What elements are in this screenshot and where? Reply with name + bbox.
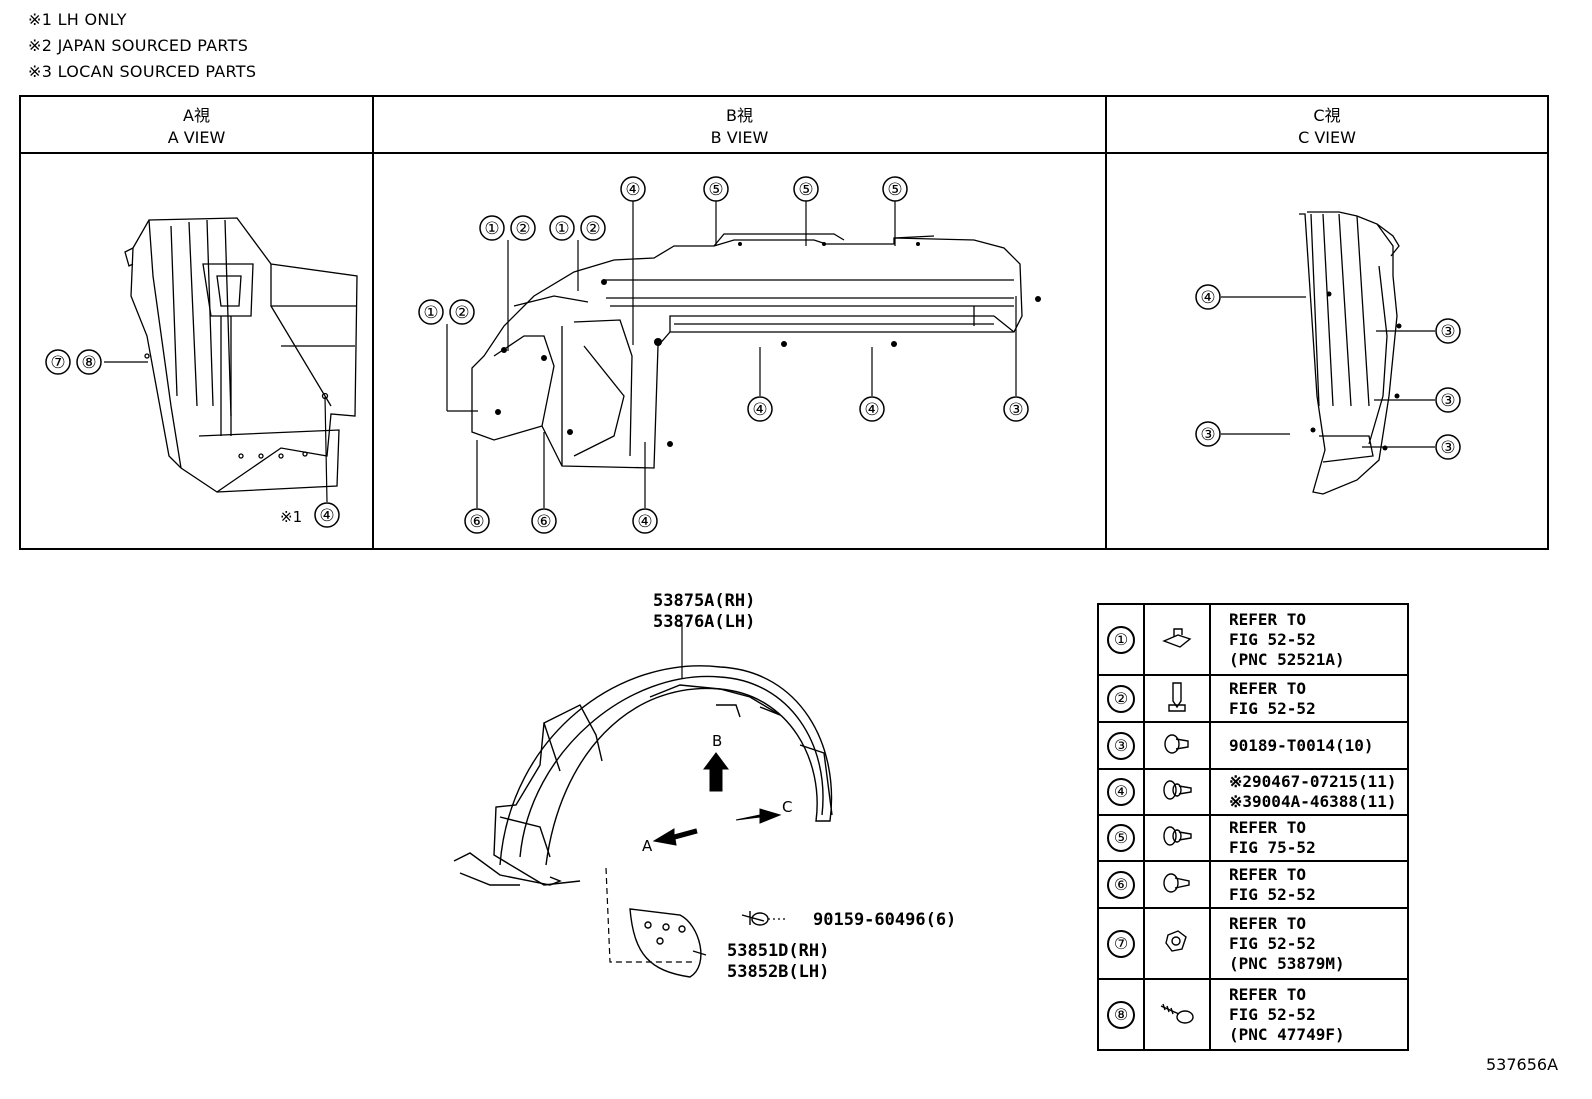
flap-rh-partno: 53851D(RH) [727,941,830,961]
legend-number: ⑦ [1107,929,1135,958]
arrow-c-label: C [782,798,792,816]
retainer-icon [1165,929,1187,952]
screw-icon [1168,681,1186,712]
liner-rh-partno: 53875A(RH) [653,591,756,611]
b-view-title-jp: B視 [726,106,753,125]
c-view-drawing [1299,211,1402,495]
legend-text: FIG 52-52 [1229,884,1316,904]
a-view-header: A視 A VIEW [21,97,372,154]
a-view-panel: A視 A VIEW [21,97,372,548]
flap-lh-partno: 53852B(LH) [727,962,830,982]
legend-row: ④ ※290467-07215(11)※39004A-46388(11) [1097,768,1409,816]
push-clip-icon [1163,826,1192,846]
screw-partno: 90159-60496(6) [813,910,957,930]
a-view-drawing [124,217,358,493]
note-locan-sourced: ※3 LOCAN SOURCED PARTS [28,62,257,81]
legend-number: ⑧ [1107,1000,1135,1029]
b-view-panel: B視 B VIEW [372,97,1105,548]
legend-text: (PNC 52521A) [1229,649,1345,669]
legend-text: (PNC 53879M) [1229,953,1345,973]
legend-number: ① [1107,625,1135,654]
legend-text: REFER TO [1229,984,1307,1004]
legend-number: ④ [1107,778,1135,806]
diagram-code: 537656A [1486,1055,1559,1074]
b-view-title-en: B VIEW [710,128,769,147]
legend-text: FIG 52-52 [1229,933,1316,953]
arrow-b-label: B [712,732,722,750]
note-japan-sourced: ※2 JAPAN SOURCED PARTS [28,36,249,55]
clip-nut-icon [1162,627,1192,648]
main-fender-liner-drawing: B C A [453,623,833,978]
legend-text: REFER TO [1229,864,1307,884]
legend-text: REFER TO [1229,678,1307,698]
push-clip-icon [1163,780,1192,800]
arrow-a-label: A [642,837,653,855]
legend-number: ⑥ [1107,870,1135,899]
c-view-panel: C視 C VIEW [1105,97,1547,548]
legend-text: FIG 52-52 [1229,1004,1316,1024]
c-view-title-en: C VIEW [1298,128,1356,147]
liner-lh-partno: 53876A(LH) [653,612,756,632]
clip-icon [1163,872,1190,893]
legend-row: ③ 90189-T0014(10) [1097,721,1409,770]
b-view-header: B視 B VIEW [374,97,1105,154]
legend-text: FIG 52-52 [1229,698,1316,718]
legend-text: FIG 52-52 [1229,629,1316,649]
views-frame: A視 A VIEW B視 B VIEW [19,95,1549,550]
legend-number: ② [1107,684,1135,713]
legend-number: ③ [1107,731,1135,760]
legend-text: ※39004A-46388(11) [1229,792,1397,811]
legend-text: REFER TO [1229,913,1307,933]
a-view-title-en: A VIEW [167,128,226,147]
c-view-title-jp: C視 [1313,106,1341,125]
b-view-drawing [471,233,1041,469]
legend-text: REFER TO [1229,818,1307,837]
a-view-title-jp: A視 [183,106,210,125]
clip-icon [1164,733,1189,754]
legend-text: (PNC 47749F) [1229,1024,1345,1044]
bolt-icon [1160,1003,1194,1024]
c-view-header: C視 C VIEW [1107,97,1547,154]
legend-text: REFER TO [1229,609,1307,629]
legend-text: 90189-T0014(10) [1229,735,1374,755]
legend-text: ※290467-07215(11) [1229,772,1397,791]
legend-number: ⑤ [1107,824,1135,852]
note-lh-only: ※1 LH ONLY [28,10,127,29]
legend-text: FIG 75-52 [1229,838,1316,857]
